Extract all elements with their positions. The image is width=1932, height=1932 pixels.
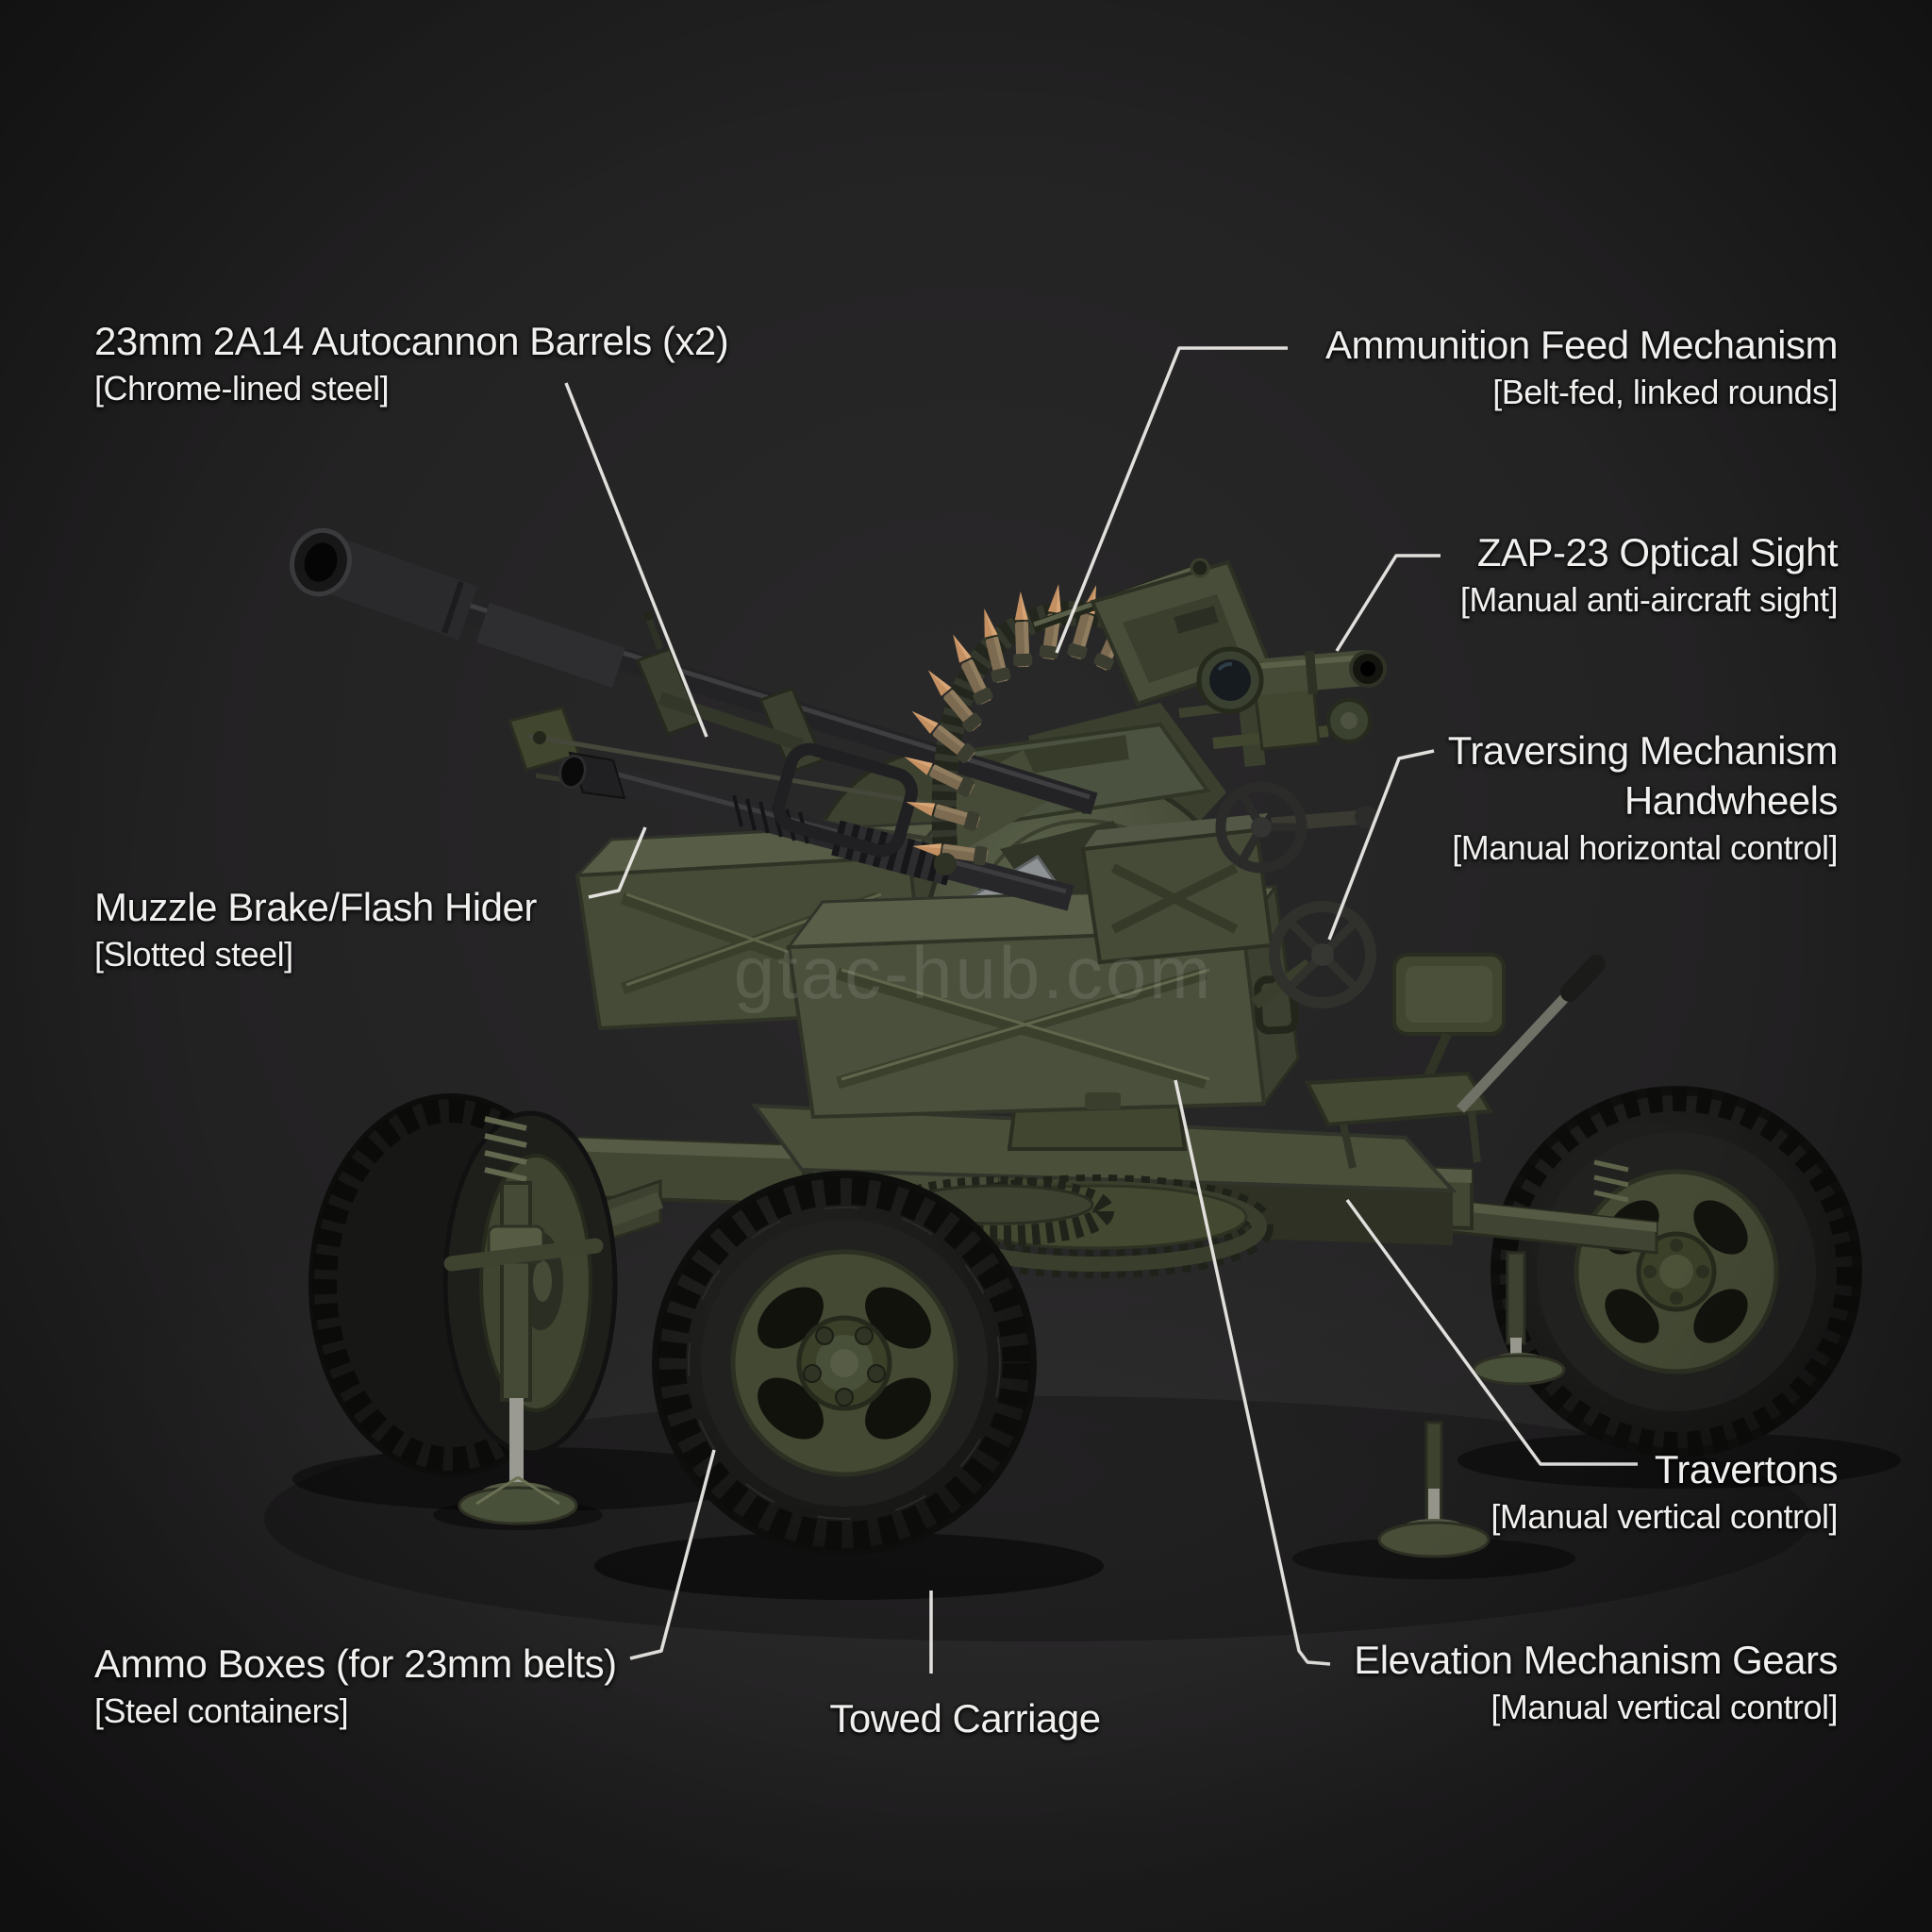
label-feed-sub: [Belt-fed, linked rounds] bbox=[1492, 372, 1838, 411]
label-muzzle-sub: [Slotted steel] bbox=[94, 934, 293, 974]
label-sight-sub: [Manual anti-aircraft sight] bbox=[1459, 579, 1839, 619]
label-traversing-sub: [Manual horizontal control] bbox=[1452, 827, 1838, 867]
label-elevation: Elevation Mechanism Gears [Manual vertic… bbox=[1354, 1636, 1838, 1728]
label-travertons-title: Travertons bbox=[1654, 1447, 1839, 1491]
label-elevation-title: Elevation Mechanism Gears bbox=[1354, 1638, 1838, 1682]
label-ammo-boxes-sub: [Steel containers] bbox=[94, 1690, 349, 1730]
label-traversing: Traversing Mechanism Handwheels [Manual … bbox=[1447, 726, 1839, 869]
label-elevation-sub: [Manual vertical control] bbox=[1491, 1687, 1838, 1726]
label-traversing-title2: Handwheels bbox=[1624, 777, 1839, 823]
label-barrels: 23mm 2A14 Autocannon Barrels (x2) [Chrom… bbox=[94, 317, 729, 409]
label-muzzle-title: Muzzle Brake/Flash Hider bbox=[94, 885, 537, 929]
label-sight-title: ZAP-23 Optical Sight bbox=[1476, 530, 1839, 575]
label-muzzle: Muzzle Brake/Flash Hider [Slotted steel] bbox=[94, 883, 537, 975]
label-ammo-boxes: Ammo Boxes (for 23mm belts) [Steel conta… bbox=[94, 1640, 617, 1732]
label-towed-carriage: Towed Carriage bbox=[720, 1694, 1210, 1744]
label-feed: Ammunition Feed Mechanism [Belt-fed, lin… bbox=[1324, 321, 1839, 413]
label-travertons-sub: [Manual vertical control] bbox=[1491, 1496, 1838, 1536]
label-barrels-sub: [Chrome-lined steel] bbox=[94, 368, 390, 408]
label-ammo-boxes-title: Ammo Boxes (for 23mm belts) bbox=[94, 1641, 617, 1686]
label-towed-carriage-title: Towed Carriage bbox=[829, 1696, 1101, 1740]
label-barrels-title: 23mm 2A14 Autocannon Barrels (x2) bbox=[94, 319, 729, 363]
label-traversing-title: Traversing Mechanism bbox=[1447, 728, 1839, 773]
label-sight: ZAP-23 Optical Sight [Manual anti-aircra… bbox=[1459, 528, 1839, 621]
label-feed-title: Ammunition Feed Mechanism bbox=[1324, 323, 1839, 367]
label-travertons: Travertons [Manual vertical control] bbox=[1491, 1445, 1838, 1538]
